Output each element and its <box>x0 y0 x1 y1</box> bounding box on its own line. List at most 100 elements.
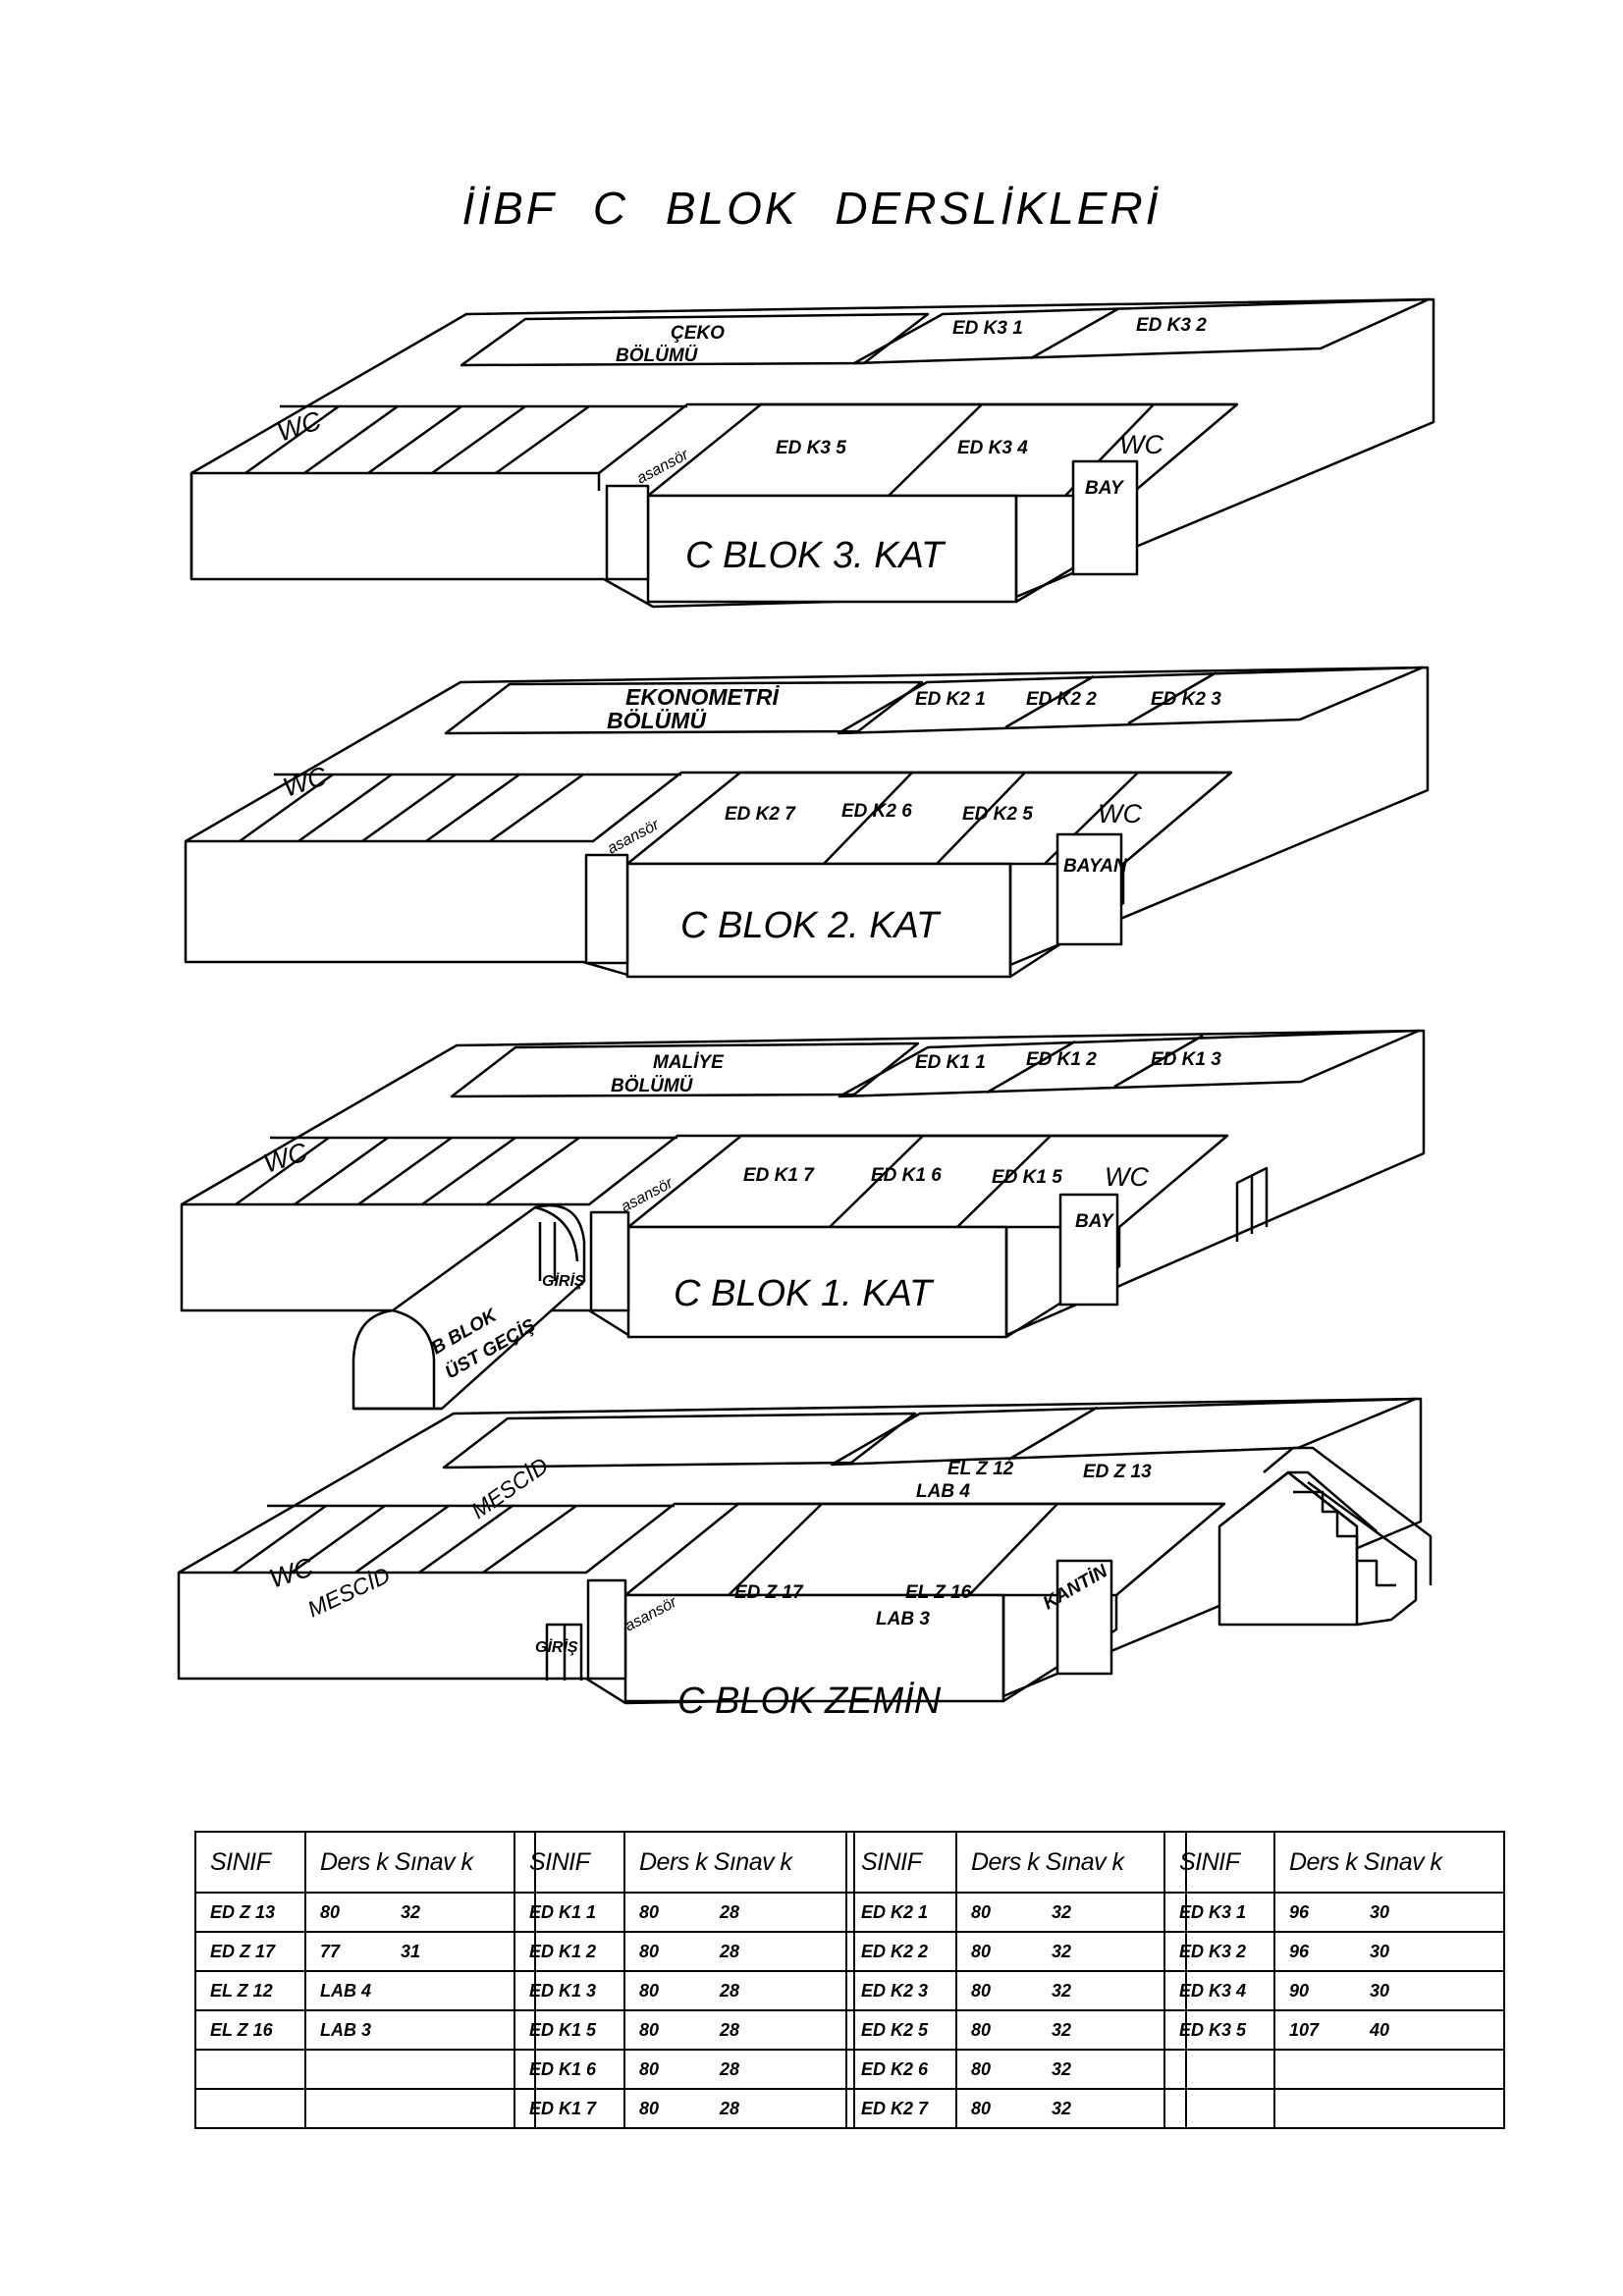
room-code-cell: ED K2 6 <box>845 2049 957 2090</box>
room-label: ED K3 5 <box>776 438 846 458</box>
room-code-cell: ED K3 5 <box>1163 2009 1275 2051</box>
wc-label: WC <box>1098 799 1142 828</box>
department-label-k2-line1: EKONOMETRİ <box>625 684 781 710</box>
room-code-cell: ED K2 2 <box>845 1931 957 1972</box>
lecture-capacity: LAB 4 <box>320 1980 372 2001</box>
room-label: ED K1 5 <box>992 1167 1062 1188</box>
exam-capacity: 28 <box>720 2019 740 2040</box>
capacity-cell: 77 31 <box>304 1931 536 1972</box>
lecture-capacity: LAB 3 <box>320 2019 372 2040</box>
header-class: SINIF <box>514 1831 625 1894</box>
capacity-cell <box>1273 2049 1505 2090</box>
department-label-k1-line1: MALİYE <box>653 1052 725 1073</box>
room-code-cell: ED K1 5 <box>514 2009 625 2051</box>
exam-capacity: 32 <box>1052 2098 1072 2118</box>
exam-capacity: 32 <box>1052 1941 1072 1961</box>
room-code-cell: ED K2 7 <box>845 2088 957 2129</box>
capacity-cell: 107 40 <box>1273 2009 1505 2051</box>
room-label: ED K2 6 <box>841 801 912 822</box>
exam-capacity: 40 <box>1370 2019 1390 2040</box>
floor-plans: ÇEKO BÖLÜMÜ ED K3 1 ED K3 2 ED K3 5 ED K… <box>177 297 1435 1722</box>
exam-capacity: 28 <box>720 2058 740 2079</box>
exam-capacity: 28 <box>720 1901 740 1922</box>
lecture-capacity: 80 <box>971 2019 992 2040</box>
exam-capacity: 32 <box>1052 1980 1072 2001</box>
table-row: ED K3 5 107 40 <box>1163 2009 1505 2051</box>
room-label: ED K3 1 <box>952 318 1023 339</box>
room-label: EL Z 12 <box>947 1459 1014 1479</box>
exam-capacity: 30 <box>1370 1941 1390 1961</box>
room-label: ED K2 1 <box>915 689 986 710</box>
lecture-capacity: 80 <box>971 2058 992 2079</box>
room-code-cell: ED K1 6 <box>514 2049 625 2090</box>
room-code-cell: ED K1 3 <box>514 1970 625 2011</box>
capacity-cell <box>304 2088 536 2129</box>
table-row <box>1163 2088 1505 2129</box>
room-label: ED K1 7 <box>743 1165 815 1186</box>
wc-gender-sign: BAYAN <box>1063 856 1128 877</box>
wc-gender-sign: BAY <box>1075 1211 1115 1232</box>
room-code-cell: ED K1 1 <box>514 1892 625 1933</box>
table-row: EL Z 12 LAB 4 <box>194 1970 536 2011</box>
department-label-k3-line2: BÖLÜMÜ <box>616 346 699 366</box>
room-label: ED K2 3 <box>1151 689 1221 710</box>
room-label: ED K1 2 <box>1026 1049 1097 1070</box>
room-label: ED K3 2 <box>1136 315 1207 336</box>
header-class: SINIF <box>845 1831 957 1894</box>
exam-capacity: 30 <box>1370 1980 1390 2001</box>
capacity-cell <box>304 2049 536 2090</box>
wc-label: WC <box>1119 430 1163 459</box>
room-label: EL Z 16 <box>905 1582 972 1603</box>
lecture-capacity: 80 <box>320 1901 341 1922</box>
room-label: ED K2 7 <box>725 804 796 825</box>
room-code-cell: ED Z 13 <box>194 1892 306 1933</box>
table-row <box>194 2088 536 2129</box>
lecture-capacity: 107 <box>1289 2019 1320 2040</box>
room-label: LAB 3 <box>876 1609 930 1629</box>
exam-capacity: 31 <box>401 1941 421 1961</box>
room-code-cell: EL Z 12 <box>194 1970 306 2011</box>
lecture-capacity: 77 <box>320 1941 341 1961</box>
room-label: ED K1 3 <box>1151 1049 1221 1070</box>
exam-capacity: 32 <box>1052 1901 1072 1922</box>
room-code-cell: ED Z 17 <box>194 1931 306 1972</box>
lecture-capacity: 80 <box>971 1901 992 1922</box>
floor-3-labels: ÇEKO BÖLÜMÜ ED K3 1 ED K3 2 ED K3 5 ED K… <box>274 315 1208 576</box>
header-capacity: Ders k Sınav k <box>955 1831 1187 1894</box>
capacity-cell: 80 32 <box>955 1892 1187 1933</box>
header-capacity: Ders k Sınav k <box>1273 1831 1505 1894</box>
floor-caption: C BLOK 1. KAT <box>674 1273 935 1314</box>
room-label: ED Z 13 <box>1083 1462 1152 1482</box>
room-code-cell: ED K2 5 <box>845 2009 957 2051</box>
table-row <box>194 2049 536 2090</box>
floor-caption: C BLOK 3. KAT <box>685 535 947 576</box>
table-row <box>1163 2049 1505 2090</box>
